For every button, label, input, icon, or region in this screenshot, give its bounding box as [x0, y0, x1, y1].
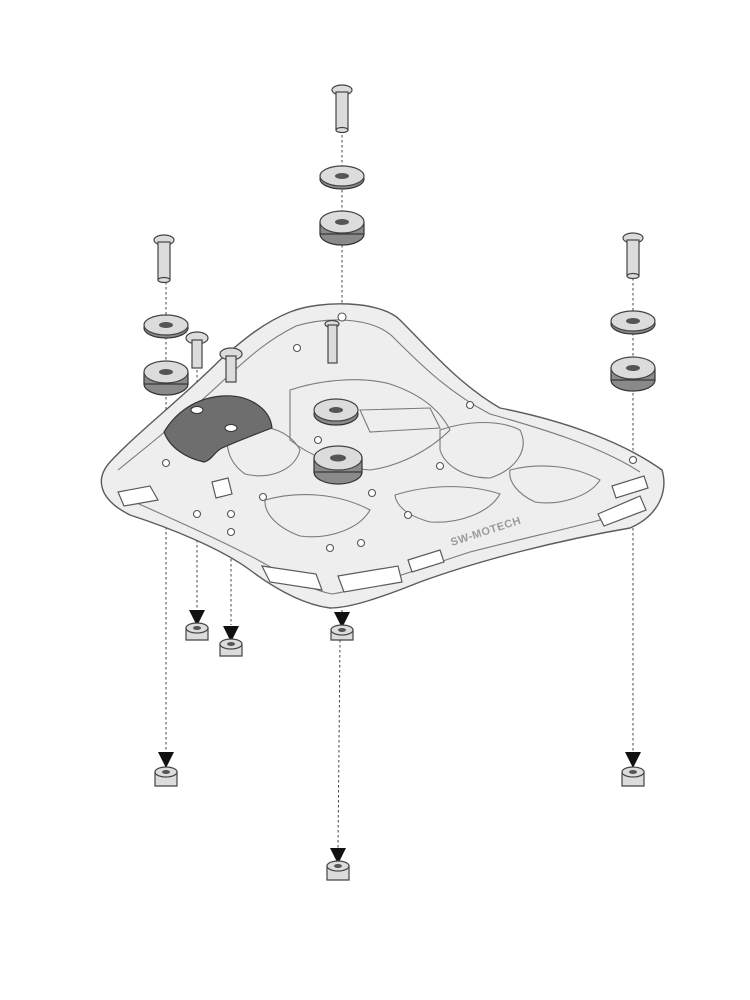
adapter-plate: [163, 395, 273, 463]
arrow-nut-right: [621, 752, 645, 787]
bolt-left: [153, 234, 175, 284]
rubber-washer-center-plate: [313, 398, 359, 426]
rubber-grommet-right: [610, 356, 656, 392]
top-rack-plate: SW-MOTECH: [100, 303, 665, 609]
rubber-washer-upper-center: [319, 165, 365, 190]
down-arrow-icon: [189, 610, 205, 626]
rubber-washer-left: [143, 314, 189, 339]
arrow-nut-adapter-1: [185, 610, 209, 641]
right-bolt-stack: [610, 232, 656, 392]
arrow-nut-center-lower: [326, 848, 350, 881]
plate-holes: [161, 312, 638, 553]
arrow-nut-adapter-2: [219, 626, 243, 657]
adapter-screw-2: [219, 347, 243, 383]
rubber-grommet-left: [143, 360, 189, 396]
down-arrow-icon: [158, 752, 174, 768]
adapter-screw-1: [185, 331, 209, 369]
left-bolt-stack: [143, 234, 189, 396]
arrow-nut-center-upper: [330, 612, 354, 641]
rubber-washer-right: [610, 310, 656, 335]
bolt-right: [622, 232, 644, 280]
rubber-grommet-center: [319, 210, 365, 246]
bolt-center-plate: [324, 319, 340, 364]
down-arrow-icon: [223, 626, 239, 642]
bolt-top-center: [331, 84, 353, 134]
center-bolt-stack: [313, 84, 365, 485]
down-arrow-icon: [334, 612, 350, 628]
rubber-grommet-center-plate: [313, 445, 363, 485]
arrow-nut-left: [154, 752, 178, 787]
down-arrow-icon: [625, 752, 641, 768]
down-arrow-icon: [330, 848, 346, 864]
